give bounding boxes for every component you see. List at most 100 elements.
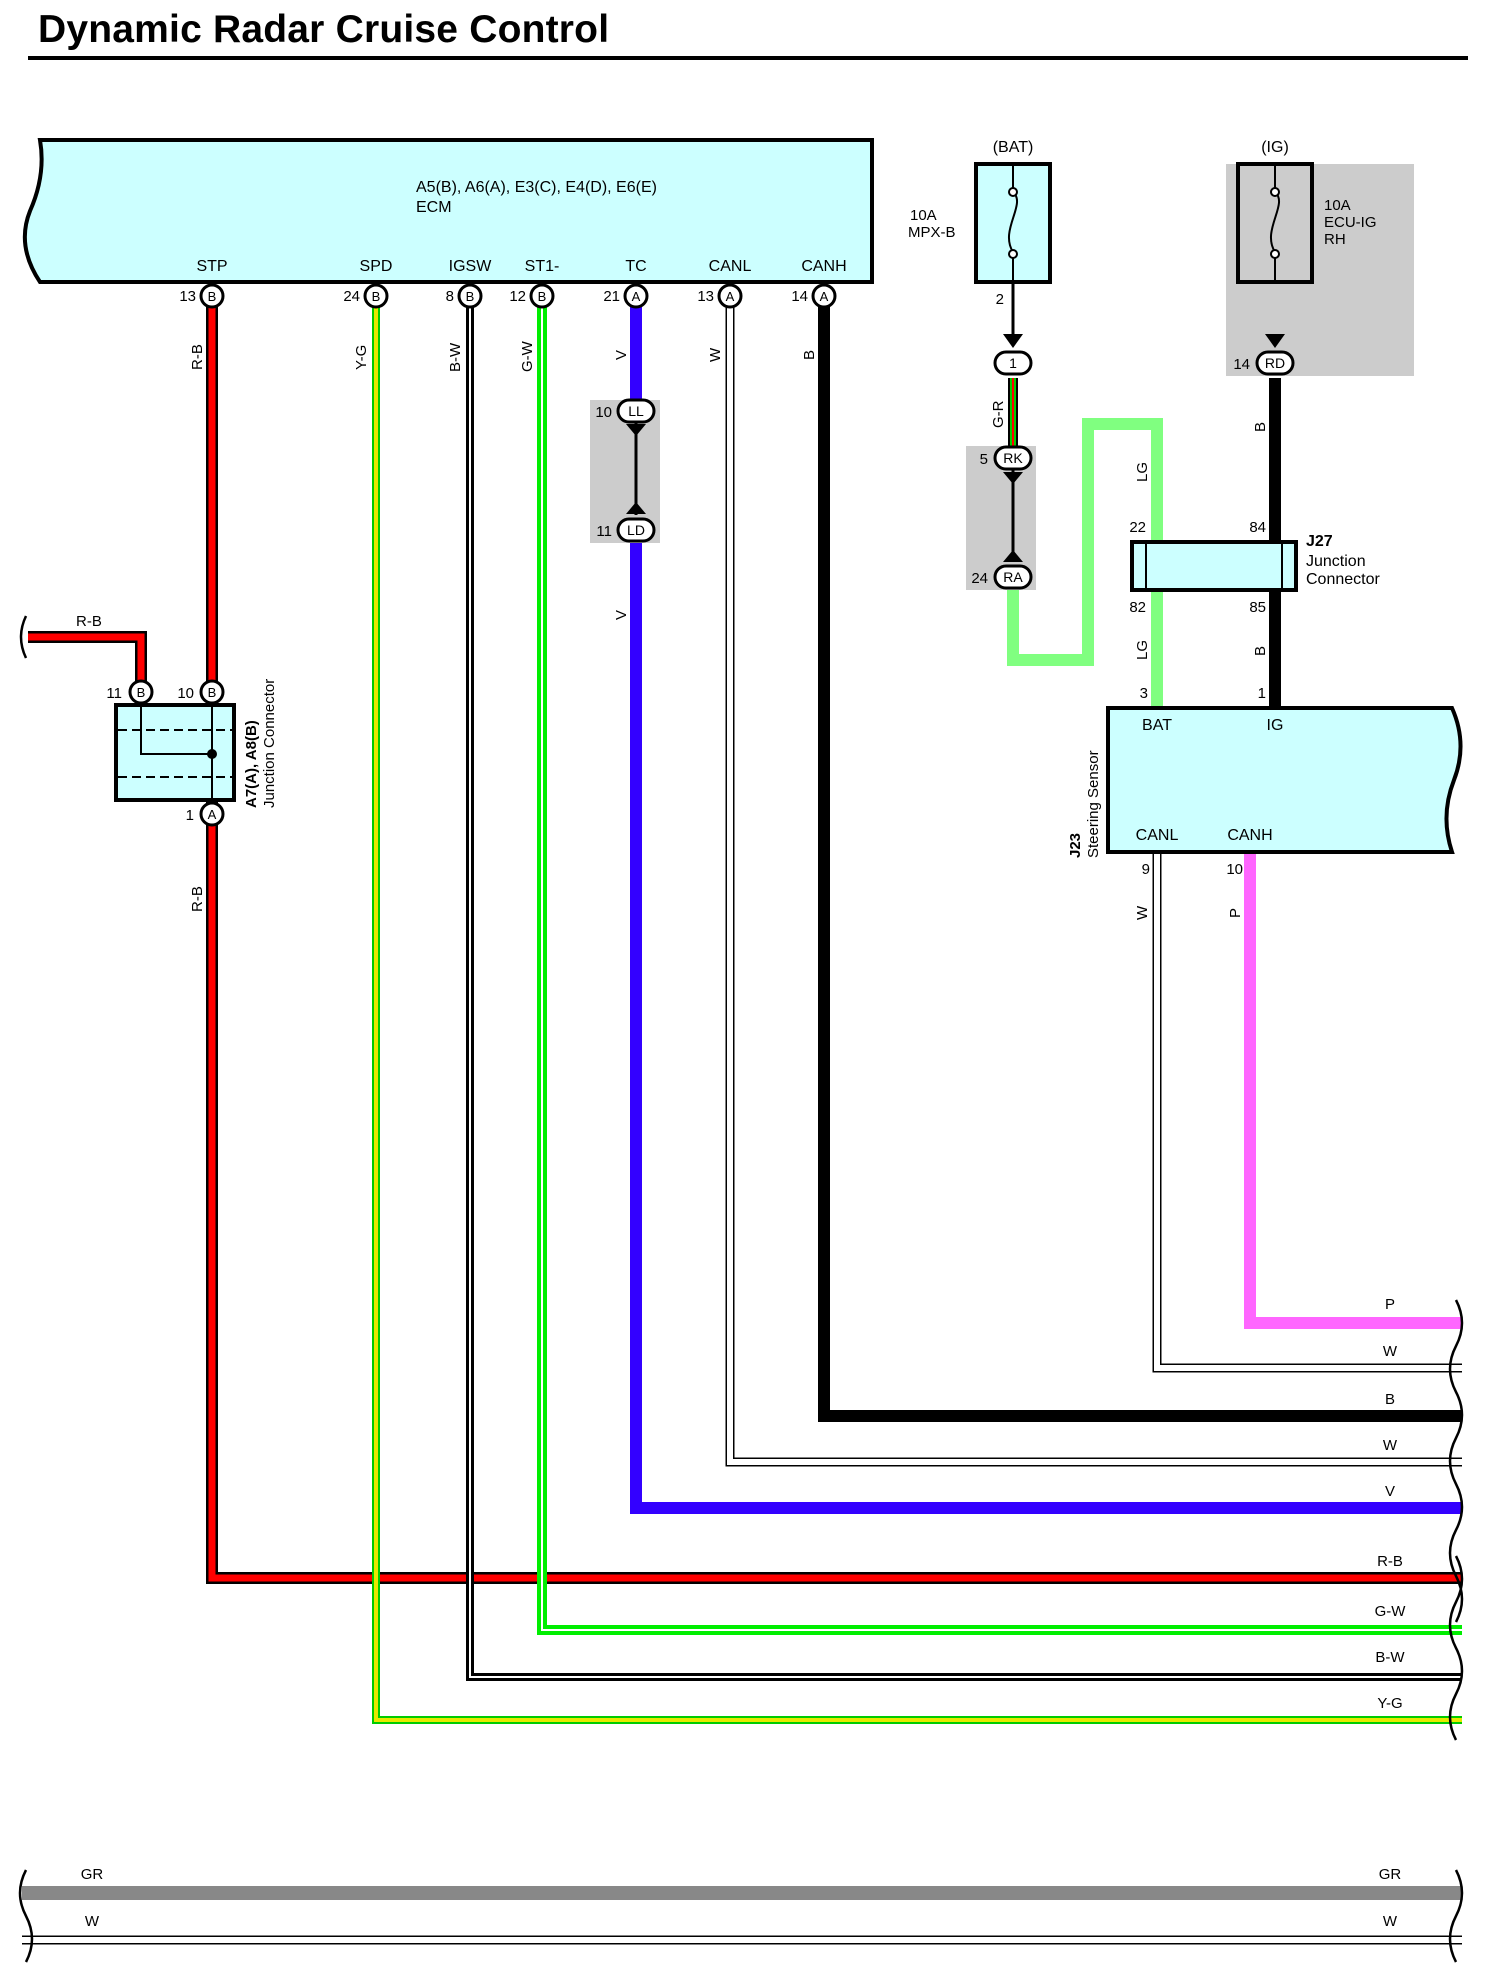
- wire-label-canl: W: [707, 347, 724, 362]
- junction-connector-j27: 22 84 82 85 J27 Junction Connector: [1129, 519, 1380, 616]
- ra-pin-num: 24: [971, 570, 988, 587]
- wire-label-a7-left: R-B: [76, 613, 102, 630]
- junction-connector-a7: [114, 703, 236, 802]
- svg-text:A: A: [820, 289, 829, 304]
- exit-label-rb: R-B: [1377, 1553, 1403, 1570]
- wire-sensor-canh-p: [1244, 852, 1462, 1329]
- fuse-ig-source: (IG): [1261, 139, 1289, 156]
- ecm-pin-num-st1: 12: [509, 288, 526, 305]
- exit-label-b: B: [1385, 1391, 1395, 1408]
- svg-text:10: 10: [177, 685, 194, 702]
- a7-label-name: Junction Connector: [261, 679, 278, 808]
- svg-text:82: 82: [1129, 599, 1146, 616]
- a7-pin-out: A 1: [186, 801, 225, 827]
- ecm-pin-st1: B 12: [509, 283, 555, 309]
- wire-label-igsw: B-W: [447, 342, 464, 372]
- exit-label-w2: W: [1383, 1437, 1398, 1454]
- ecm-box: A5(B), A6(A), E3(C), E4(D), E6(E) ECM ST…: [22, 138, 874, 284]
- break-marks-left: [18, 615, 34, 1963]
- exit-label-bw: B-W: [1375, 1649, 1405, 1666]
- exit-label-gw: G-W: [1375, 1603, 1407, 1620]
- ecm-pin-num-canl: 13: [697, 288, 714, 305]
- bus-label-gr-right: GR: [1379, 1866, 1402, 1883]
- ecm-pin-label-tc: TC: [625, 258, 646, 275]
- ecm-pin-igsw: B 8: [446, 283, 483, 309]
- svg-text:22: 22: [1129, 519, 1146, 536]
- wire-label-lg-lower: LG: [1134, 640, 1151, 660]
- exit-label-v: V: [1385, 1483, 1395, 1500]
- j27-code: J27: [1306, 533, 1333, 550]
- sensor-pin-num-canl: 9: [1142, 861, 1150, 878]
- ecm-pin-canh: A 14: [791, 283, 837, 309]
- wire-spd-yg: [372, 296, 1462, 1724]
- connector-rd: RD 14: [1233, 334, 1295, 376]
- sensor-pin-num-ig: 1: [1258, 685, 1266, 702]
- svg-text:A: A: [726, 289, 735, 304]
- sensor-name: Steering Sensor: [1085, 750, 1102, 858]
- svg-text:B: B: [466, 289, 475, 304]
- svg-text:LD: LD: [627, 522, 645, 538]
- fuse-ig-name1: ECU-IG: [1324, 214, 1377, 231]
- svg-text:B: B: [137, 685, 146, 700]
- wire-st1-gw: [537, 296, 1462, 1635]
- ecm-pin-num-igsw: 8: [446, 288, 454, 305]
- ecm-name: ECM: [416, 199, 452, 216]
- fuse-ig: (IG) 10A ECU-IG RH: [1226, 139, 1414, 376]
- a7-pin-right: B 10: [177, 679, 225, 705]
- fuse-bat: (BAT) 10A MPX-B 2: [908, 139, 1052, 308]
- wire-label-stp: R-B: [189, 344, 206, 370]
- bus-label-w-left: W: [85, 1913, 100, 1930]
- svg-text:RK: RK: [1003, 450, 1023, 466]
- svg-text:B: B: [208, 685, 217, 700]
- ecm-connectors-label: A5(B), A6(A), E3(C), E4(D), E6(E): [416, 179, 657, 196]
- connector-1: 1: [993, 334, 1033, 376]
- wire-label-tc-lower: V: [613, 610, 630, 620]
- rk-pin-num: 5: [980, 451, 988, 468]
- j27-name2: Connector: [1306, 571, 1380, 588]
- wire-sensor-canl-w: [1152, 852, 1462, 1373]
- ld-pin-num: 11: [596, 523, 612, 540]
- bus-label-w-right: W: [1383, 1913, 1398, 1930]
- wire-label-sensor-canl: W: [1134, 905, 1151, 920]
- ecm-pin-label-stp: STP: [196, 258, 227, 275]
- fuse-ig-name2: RH: [1324, 231, 1346, 248]
- wire-label-ig-b-lower: B: [1252, 646, 1269, 656]
- ecm-pin-label-canl: CANL: [709, 258, 752, 275]
- fuse-bat-name: MPX-B: [908, 224, 956, 241]
- fuse-bat-rating: 10A: [910, 207, 937, 224]
- wire-label-sensor-canh: P: [1227, 908, 1244, 918]
- exit-label-w1: W: [1383, 1343, 1398, 1360]
- wire-label-canh: B: [801, 350, 818, 360]
- ecm-pin-tc: A 21: [603, 283, 649, 309]
- exit-label-p: P: [1385, 1296, 1395, 1313]
- steering-sensor-box: 3 1 BAT IG CANL CANH 9 10: [1106, 685, 1463, 878]
- svg-text:1: 1: [1009, 355, 1017, 371]
- wire-label-tc: V: [613, 350, 630, 360]
- svg-text:A: A: [208, 807, 217, 822]
- ecm-pin-num-spd: 24: [343, 288, 360, 305]
- wire-label-gr: G-R: [990, 400, 1007, 428]
- inline-connector-ll-ld: LL 10 LD 11: [590, 398, 660, 543]
- svg-text:B: B: [372, 289, 381, 304]
- wire-tc-v: [630, 296, 1462, 1514]
- wire-label-st1: G-W: [519, 340, 536, 372]
- sensor-pin-label-bat: BAT: [1142, 717, 1172, 734]
- sensor-pin-label-canl: CANL: [1136, 827, 1179, 844]
- j27-name1: Junction: [1306, 553, 1366, 570]
- wire-label-spd: Y-G: [353, 345, 370, 370]
- wire-label-stp-lower: R-B: [189, 886, 206, 912]
- bus-label-gr-left: GR: [81, 1866, 104, 1883]
- fuse-bat-out-pin: 2: [996, 291, 1004, 308]
- inline-connector-rk-ra: RK 5 RA 24: [966, 445, 1036, 590]
- title-underline: [28, 56, 1468, 60]
- wire-label-ig-b: B: [1252, 422, 1269, 432]
- wire-label-lg-upper: LG: [1134, 462, 1151, 482]
- rd-pin-num: 14: [1233, 356, 1250, 373]
- svg-text:LL: LL: [628, 403, 644, 419]
- ecm-pin-label-canh: CANH: [801, 258, 846, 275]
- fuse-bat-source: (BAT): [993, 139, 1034, 156]
- svg-text:RD: RD: [1265, 355, 1285, 371]
- ecm-pin-stp: B 13: [179, 283, 225, 309]
- svg-text:11: 11: [106, 685, 122, 702]
